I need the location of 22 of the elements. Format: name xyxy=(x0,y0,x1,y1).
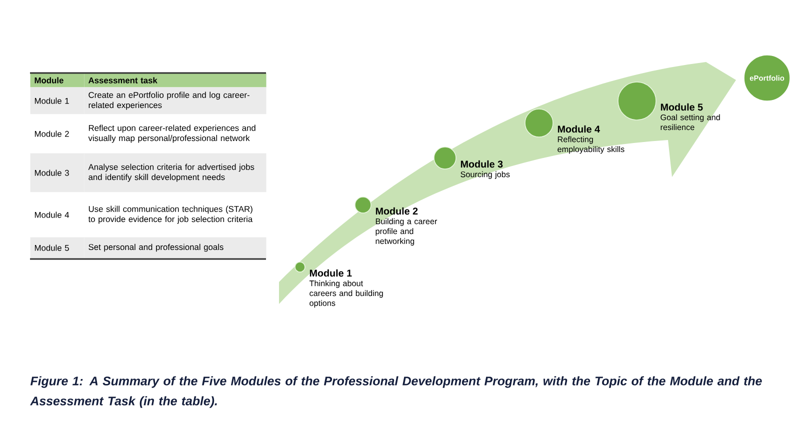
module-title: Module 3 xyxy=(460,160,503,168)
module-title: Module 5 xyxy=(660,103,703,111)
module-description: Goal setting and resilience xyxy=(660,114,720,130)
module-circle xyxy=(524,108,554,138)
table-cell: Module 3 xyxy=(30,153,84,192)
table-header: Module xyxy=(30,73,84,88)
caption: Figure 1: A Summary of the Five Modules of the Professional Development Program, with the Topic of the Module and the Assessment Task (in the table). xyxy=(30,376,762,408)
module-circle xyxy=(434,146,456,170)
table-cell: Reflect upon career-related experiences and visually map personal/professional network xyxy=(84,114,266,154)
module-circle xyxy=(354,196,372,214)
module-description: Thinking about careers and building options xyxy=(309,280,383,308)
module-description: Building a career profile and networking xyxy=(376,218,438,246)
module-title: Module 1 xyxy=(310,269,352,277)
table-cell: Module 5 xyxy=(30,237,84,258)
module-title: Module 2 xyxy=(376,207,418,215)
table-cell: Module 1 xyxy=(30,87,84,114)
module-description: Sourcing jobs xyxy=(460,171,510,179)
module-title: Module 4 xyxy=(558,125,600,133)
module-description: Reflecting employability skills xyxy=(558,136,624,154)
table-cell: Use skill communication techniques (STAR) to provide evidence for job selection criteria xyxy=(84,192,266,238)
module-circle xyxy=(294,262,306,272)
module-circle xyxy=(618,82,656,120)
